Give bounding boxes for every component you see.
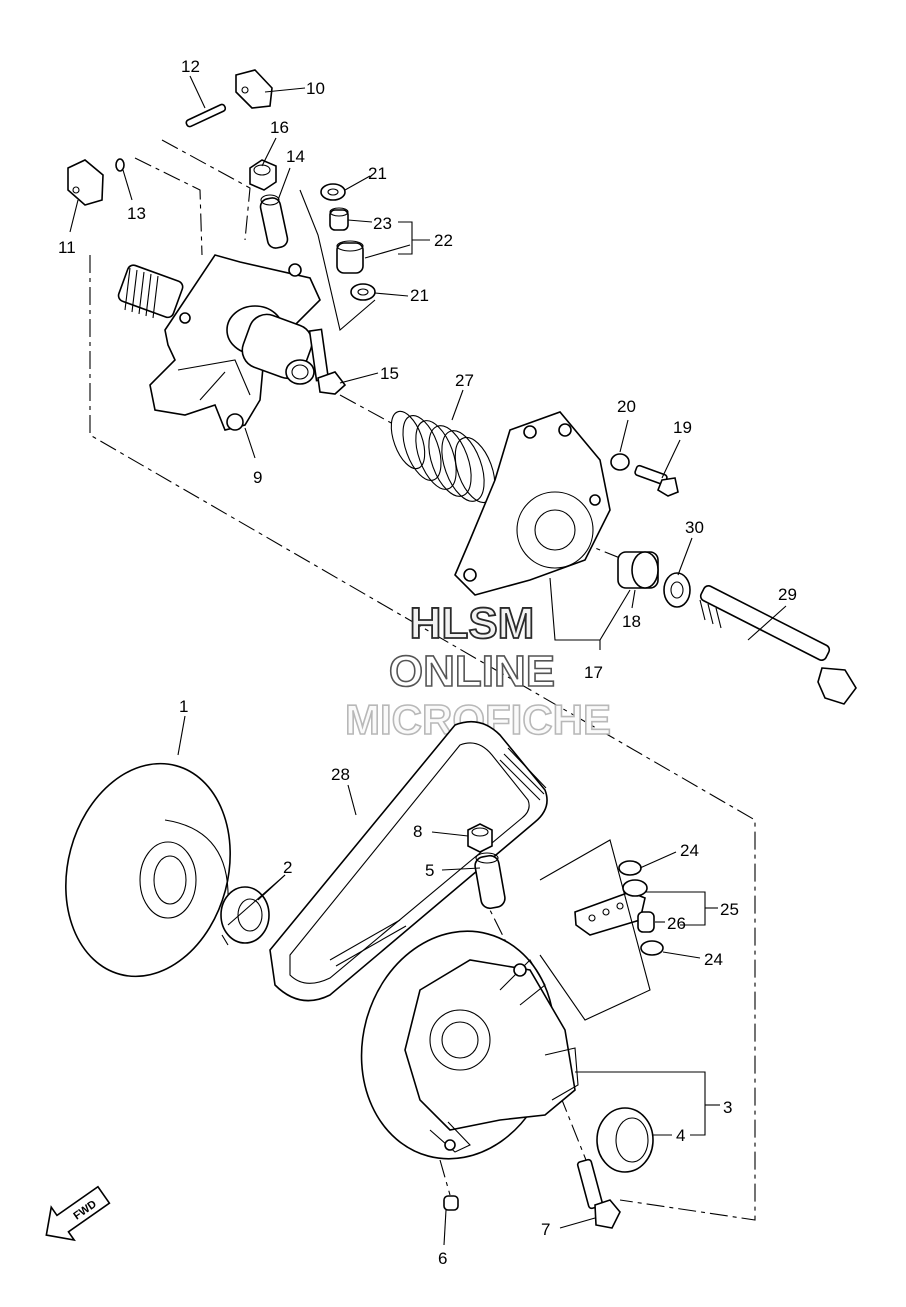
callout-1: 1: [179, 697, 188, 716]
spider-hub-part-9: [117, 254, 321, 431]
callout-14: 14: [286, 147, 305, 166]
callout-27: 27: [455, 371, 474, 390]
callout-26: 26: [667, 914, 686, 933]
pin-part-6: [443, 1195, 459, 1211]
watermark-line-2: ONLINE: [389, 647, 555, 696]
collar-part-5: [474, 852, 506, 910]
callout-labels: 12 10 16 14 21 13 11 23 22 21 15 27 20 1…: [58, 57, 797, 1268]
callout-8: 8: [413, 822, 422, 841]
bolt-part-15: [308, 328, 347, 395]
weight-part-11: [67, 159, 104, 206]
callout-30: 30: [685, 518, 704, 537]
callout-7: 7: [541, 1220, 550, 1239]
callout-5: 5: [425, 861, 434, 880]
forward-arrow-icon: FWD: [45, 1185, 111, 1242]
watermark: HLSM ONLINE MICROFICHE: [344, 598, 612, 744]
callout-2: 2: [283, 858, 292, 877]
sheave-part-1: [65, 762, 231, 978]
washer-part-21-lower: [350, 283, 376, 301]
bushing-part-2: [220, 886, 270, 946]
callout-21-upper: 21: [368, 164, 387, 183]
callout-20: 20: [617, 397, 636, 416]
callout-22: 22: [434, 231, 453, 250]
washer-part-20: [610, 453, 630, 471]
callout-23: 23: [373, 214, 392, 233]
callout-11: 11: [58, 238, 76, 257]
callout-9: 9: [253, 468, 262, 487]
ramp-part-25: [574, 891, 646, 936]
bushing-part-18: [617, 551, 659, 589]
collar-part-23-large: [336, 240, 364, 274]
nut-part-8: [467, 823, 493, 853]
callout-18: 18: [622, 612, 641, 631]
washer-part-24-lower: [640, 940, 664, 956]
cover-part-17: [454, 411, 611, 596]
callout-4: 4: [676, 1126, 685, 1145]
bushing-part-4: [596, 1107, 654, 1173]
callout-3: 3: [723, 1098, 732, 1117]
washer-part-21-upper: [320, 183, 346, 201]
callout-25: 25: [720, 900, 739, 919]
collar-part-23-small: [329, 207, 349, 231]
nut-part-16: [249, 159, 277, 191]
callout-16: 16: [270, 118, 289, 137]
weight-part-10: [235, 69, 273, 109]
movable-sheave-part-3: [360, 930, 579, 1160]
callout-21-lower: 21: [410, 286, 429, 305]
spring-part-27: [390, 410, 496, 504]
callout-15: 15: [380, 364, 399, 383]
callout-13: 13: [127, 204, 146, 223]
drive-belt-part-28: [269, 720, 548, 1002]
callout-24-upper: 24: [680, 841, 699, 860]
collar-part-25-top: [622, 879, 648, 897]
callout-10: 10: [306, 79, 325, 98]
bolt-part-29: [699, 585, 857, 705]
collar-part-14: [259, 194, 289, 249]
leader-lines: [69, 75, 787, 1246]
callout-29: 29: [778, 585, 797, 604]
callout-19: 19: [673, 418, 692, 437]
watermark-line-1: HLSM: [410, 599, 535, 648]
callout-28: 28: [331, 765, 350, 784]
callout-6: 6: [438, 1249, 447, 1268]
washer-part-24-upper: [618, 860, 642, 876]
bolt-part-7: [576, 1158, 621, 1229]
collar-part-26: [637, 911, 655, 933]
washer-part-13: [115, 158, 125, 172]
callout-24-lower: 24: [704, 950, 723, 969]
washer-part-30: [663, 572, 691, 608]
callout-12: 12: [181, 57, 200, 76]
pin-part-12: [185, 103, 227, 128]
bolt-part-19: [634, 464, 679, 497]
callout-17: 17: [584, 663, 603, 682]
